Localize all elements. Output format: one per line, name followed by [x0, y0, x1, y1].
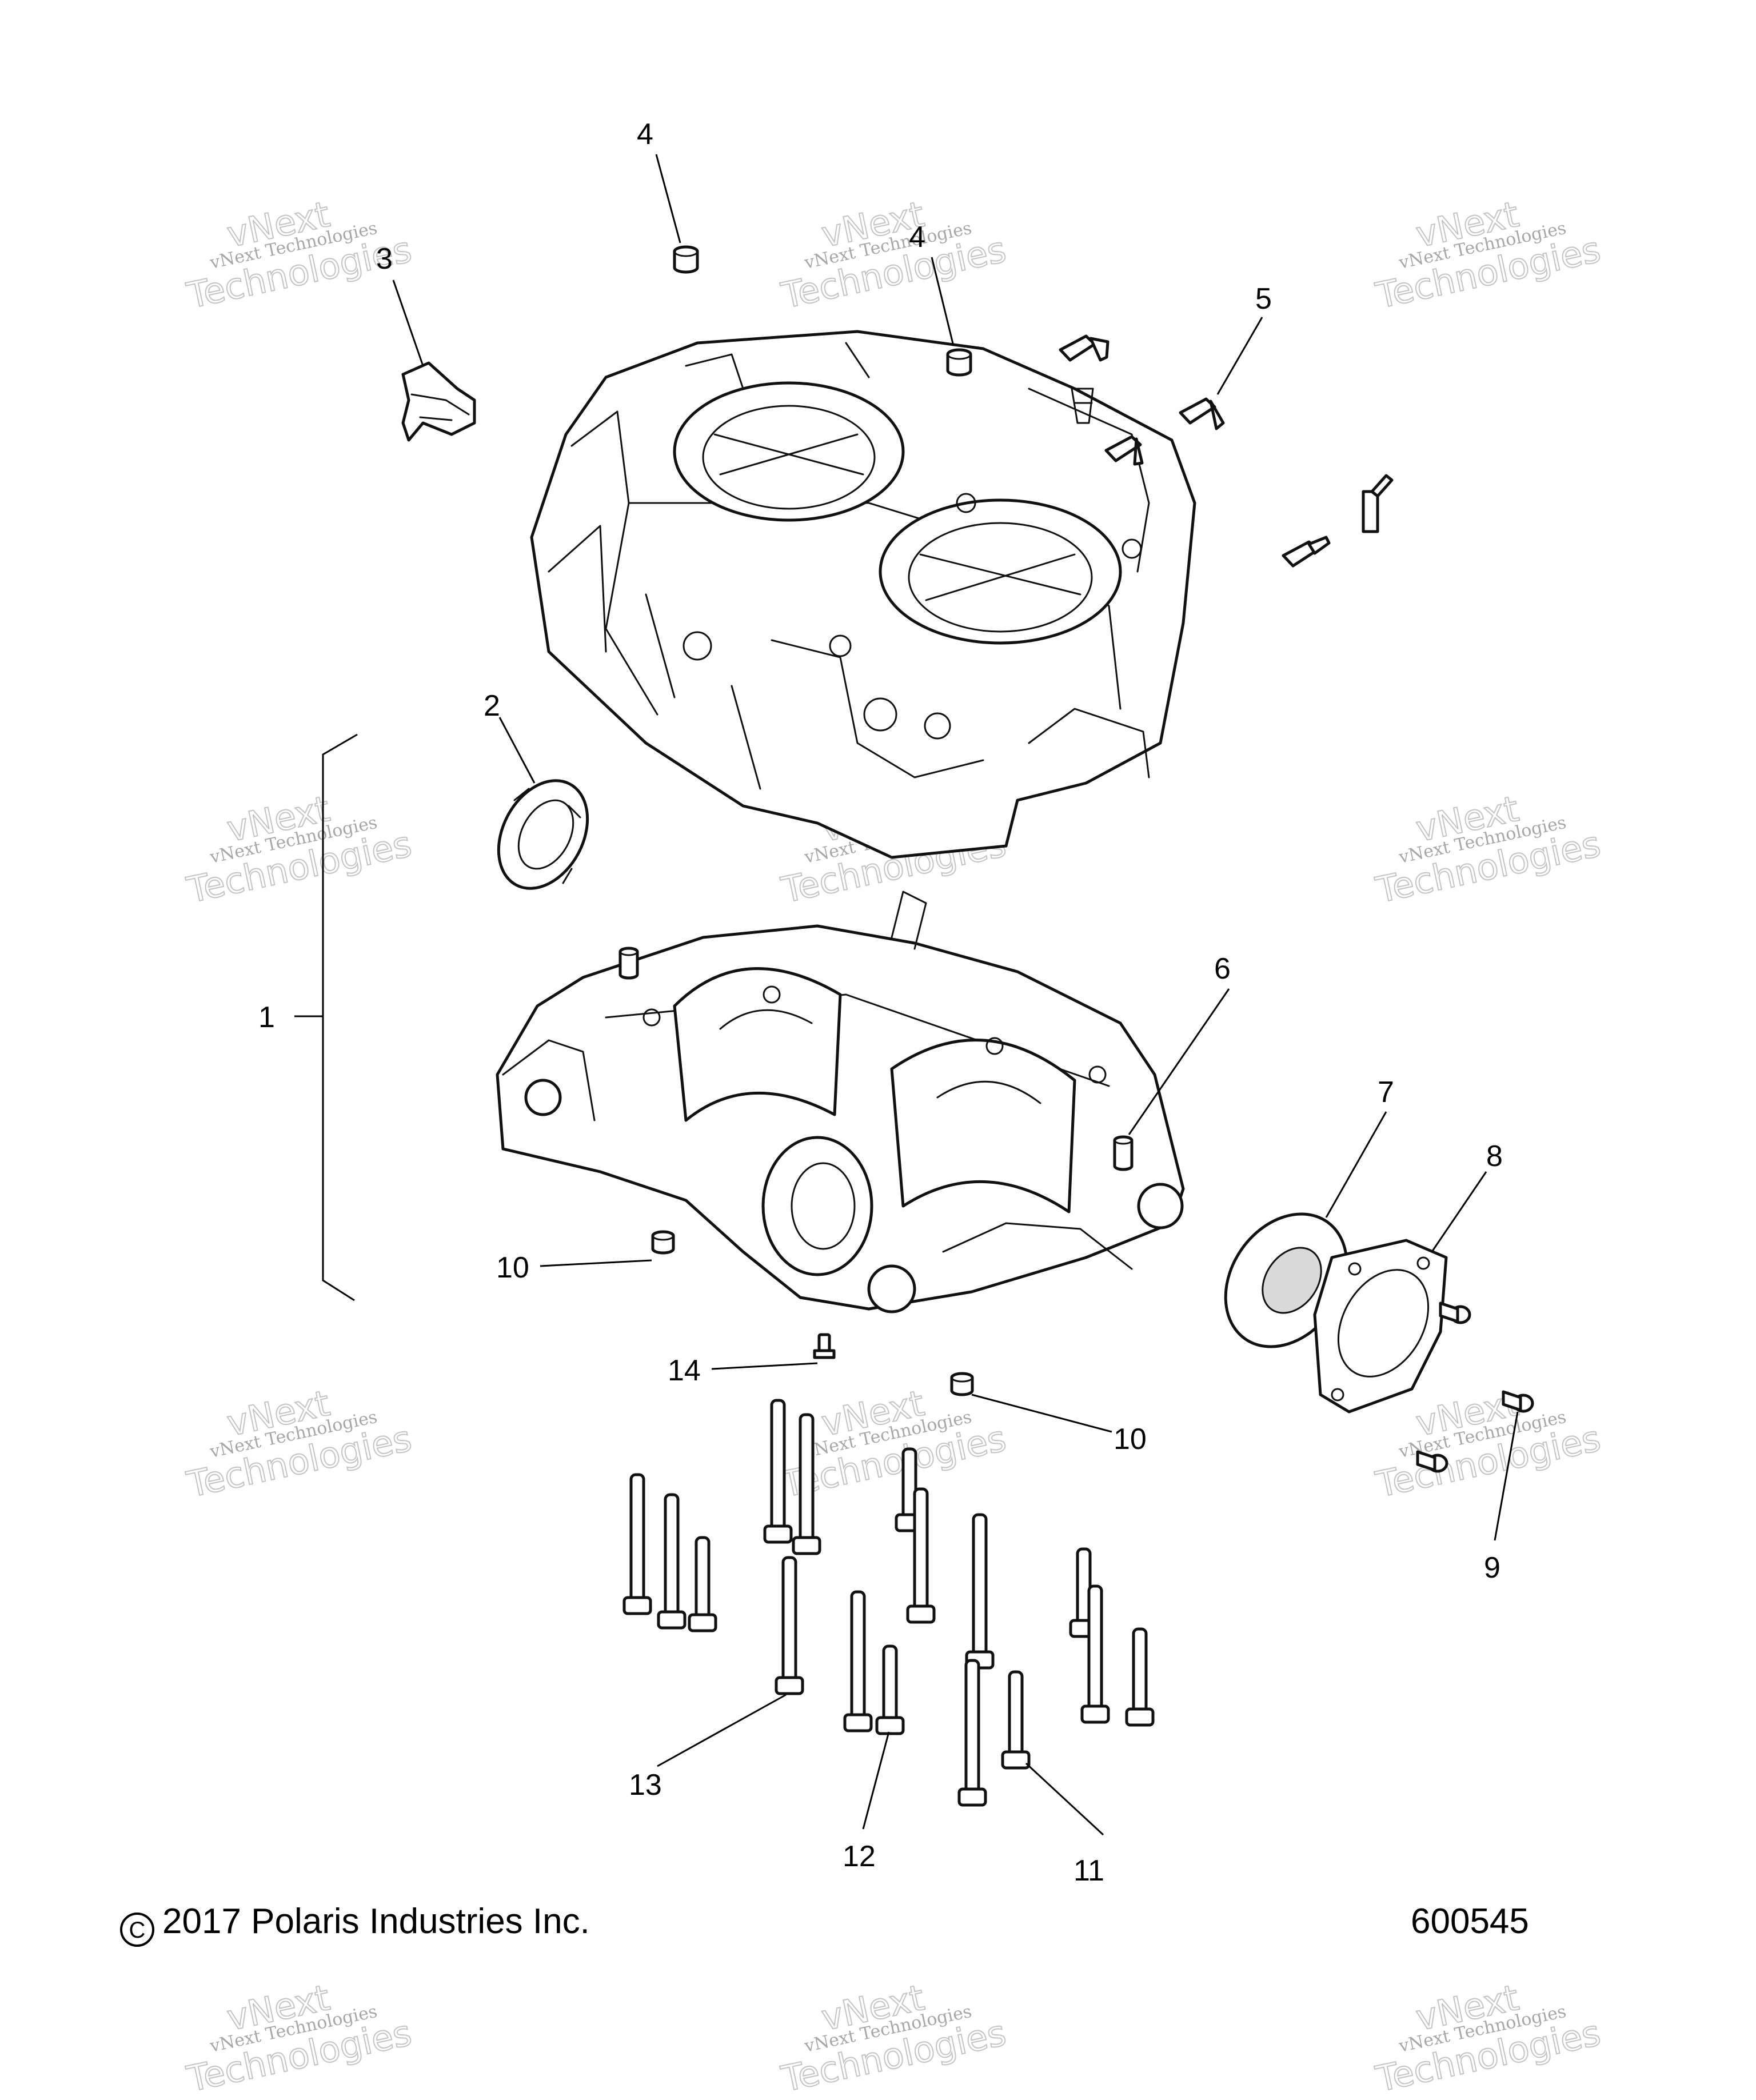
screw: [1439, 1301, 1471, 1324]
callout-label: 7: [1378, 1076, 1394, 1109]
bolt: [688, 1536, 717, 1632]
callout-label: 13: [629, 1768, 662, 1802]
elbow-fitting: [1104, 435, 1144, 466]
lower-crankcase: [496, 891, 1185, 1314]
callout-labels: 1 2 3 4 4 5 6 7 8 9 10 10 11 12 13 14: [258, 118, 1503, 1887]
bracket: [401, 361, 476, 442]
bolt: [965, 1513, 995, 1670]
assembly-bracket: [294, 733, 358, 1301]
copyright-text: 2017 Polaris Industries Inc.: [162, 1902, 590, 1941]
callout-label: 10: [496, 1251, 529, 1284]
screw: [1416, 1450, 1448, 1473]
callout-label: 14: [668, 1354, 701, 1387]
leader-line: [1325, 1111, 1387, 1218]
bolt: [775, 1556, 804, 1695]
leader-line: [1216, 317, 1263, 395]
watermark: vNext vNext Technologies Technologies: [183, 1382, 416, 1506]
copyright-icon: C: [120, 1913, 154, 1947]
upper-crankcase: [530, 330, 1196, 859]
cover-plate: [1313, 1239, 1448, 1414]
watermark: vNext vNext Technologies Technologies: [1372, 193, 1605, 317]
dowel-pin: [618, 947, 639, 980]
plug: [651, 1230, 675, 1255]
callout-label: 2: [484, 689, 500, 722]
bolt: [622, 1473, 652, 1615]
bolt: [657, 1493, 687, 1630]
leader-line: [711, 1362, 818, 1370]
dowel-pin: [1113, 1135, 1134, 1171]
bolt: [813, 1333, 836, 1359]
leader-line: [655, 154, 681, 243]
bolt: [957, 1659, 987, 1807]
elbow-fitting: [1059, 334, 1110, 362]
callout-label: 5: [1255, 282, 1272, 316]
leader-line: [657, 1694, 787, 1767]
leader-line: [931, 257, 955, 346]
leader-line: [1494, 1411, 1519, 1541]
screw: [1502, 1390, 1534, 1413]
leader-lines: [392, 154, 1519, 1836]
plug: [946, 348, 972, 377]
watermark: vNext vNext Technologies Technologies: [183, 787, 416, 912]
bolt: [843, 1590, 873, 1732]
leader-line: [971, 1394, 1112, 1433]
callout-label: 1: [258, 1001, 275, 1034]
watermark: vNext vNext Technologies Technologies: [777, 193, 1011, 317]
bolt: [875, 1644, 905, 1735]
plug: [950, 1372, 974, 1396]
leader-line: [392, 280, 424, 366]
plug: [673, 245, 699, 274]
callout-label: 8: [1486, 1140, 1503, 1173]
figure-number: 600545: [1411, 1902, 1529, 1941]
leader-line: [1025, 1762, 1104, 1836]
bolt-set: [622, 1399, 1155, 1807]
leader-line: [498, 717, 536, 784]
bolt: [792, 1413, 821, 1555]
callout-label: 12: [843, 1840, 876, 1873]
bolt: [906, 1487, 936, 1624]
bolt: [1080, 1584, 1110, 1724]
temperature-sensor: [1071, 388, 1094, 424]
watermark: vNext vNext Technologies Technologies: [1372, 787, 1605, 912]
leader-line: [540, 1259, 652, 1267]
callout-label: 4: [637, 118, 653, 151]
leader-line: [1431, 1171, 1487, 1252]
leader-line: [1128, 988, 1230, 1135]
callout-label: 9: [1484, 1551, 1500, 1584]
bolt: [763, 1399, 793, 1544]
watermark: vNext vNext Technologies Technologies: [1372, 1976, 1605, 2100]
watermark: vNext vNext Technologies Technologies: [777, 1976, 1011, 2100]
seal-ring: [497, 779, 589, 890]
callout-label: 4: [909, 221, 925, 254]
elbow-fitting: [1362, 474, 1394, 533]
callout-label: 11: [1073, 1854, 1104, 1887]
watermark: vNext vNext Technologies Technologies: [183, 1976, 416, 2100]
callout-label: 6: [1214, 952, 1231, 985]
callout-label: 10: [1114, 1423, 1147, 1456]
elbow-fitting: [1179, 397, 1225, 430]
elbow-fitting: [1282, 536, 1331, 568]
bolt: [1001, 1670, 1031, 1770]
bolt: [1125, 1627, 1155, 1727]
callout-label: 3: [376, 242, 393, 276]
leader-line: [862, 1731, 890, 1830]
